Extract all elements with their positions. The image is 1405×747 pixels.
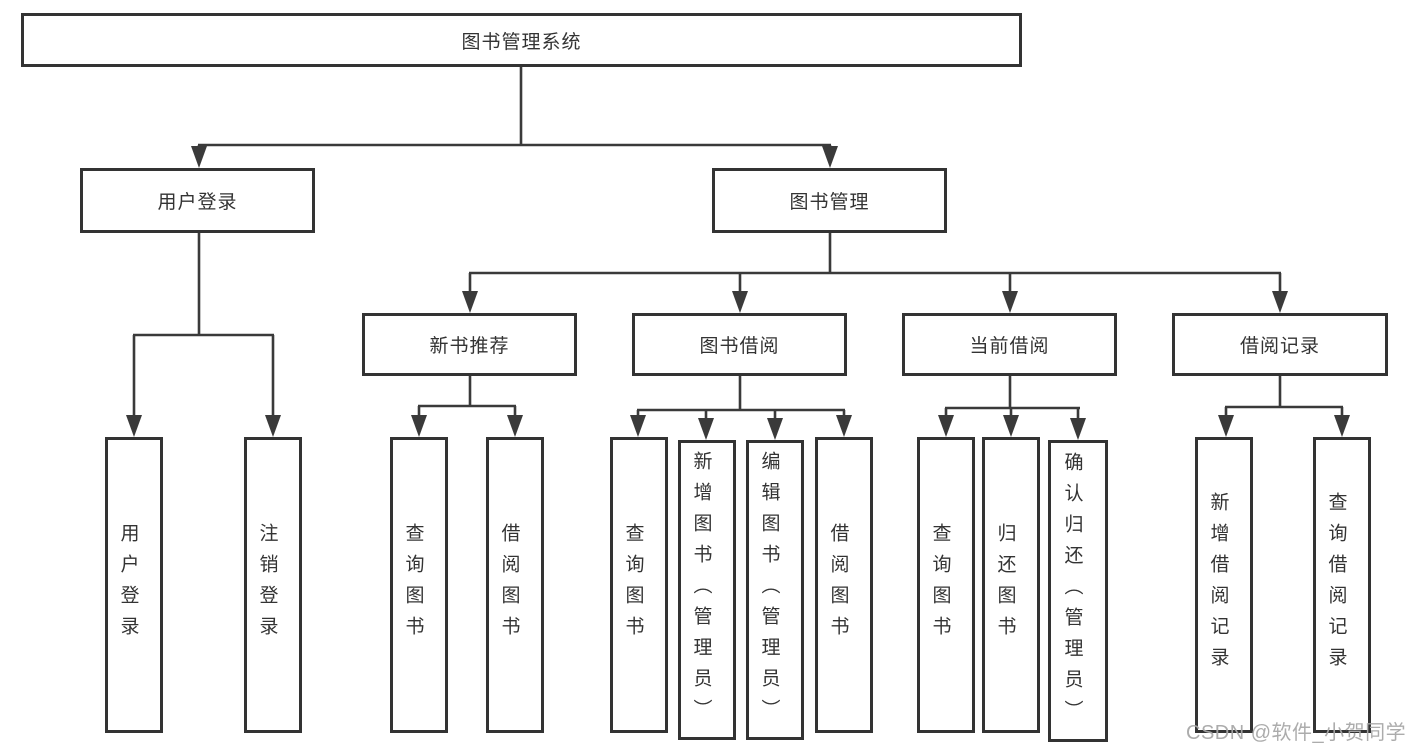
arrowhead-icon: [836, 415, 852, 437]
arrowhead-icon: [462, 291, 478, 313]
arrowhead-icon: [822, 146, 838, 168]
leaf-return-books: 归还图书: [982, 437, 1040, 733]
node-user-login-module-label: 用户登录: [157, 192, 238, 213]
arrowhead-icon: [1003, 415, 1019, 437]
leaf-query-books-recommend: 查询图书: [390, 437, 448, 733]
leaf-query-books-borrowing-label: 查询图书: [622, 523, 644, 647]
arrowhead-icon: [1218, 415, 1234, 437]
leaf-add-borrow-record-label: 新增借阅记录: [1207, 492, 1229, 678]
leaf-user-login-label: 用户登录: [117, 523, 139, 647]
arrowhead-icon: [698, 418, 714, 440]
node-new-book-recommendation-label: 新书推荐: [429, 336, 510, 357]
arrowhead-icon: [411, 415, 427, 437]
leaf-add-borrow-record: 新增借阅记录: [1195, 437, 1253, 733]
leaf-logout: 注销登录: [244, 437, 302, 733]
leaf-edit-books-admin-label: 编辑图书（管理员）: [758, 450, 780, 730]
leaf-borrow-books-recommend-label: 借阅图书: [498, 523, 520, 647]
leaf-query-books-current: 查询图书: [917, 437, 975, 733]
leaf-return-books-label: 归还图书: [994, 523, 1016, 647]
node-library-system-label: 图书管理系统: [461, 31, 582, 53]
leaf-logout-label: 注销登录: [256, 523, 278, 647]
arrowhead-icon: [630, 415, 646, 437]
arrowhead-icon: [938, 415, 954, 437]
node-current-borrowing: 当前借阅: [902, 313, 1117, 376]
arrowhead-icon: [1070, 418, 1086, 440]
leaf-edit-books-admin: 编辑图书（管理员）: [746, 440, 804, 740]
arrowhead-icon: [265, 415, 281, 437]
leaf-query-books-recommend-label: 查询图书: [402, 523, 424, 647]
leaf-confirm-return-admin-label: 确认归还（管理员）: [1061, 451, 1083, 731]
arrowhead-icon: [767, 418, 783, 440]
node-borrowing-records-label: 借阅记录: [1239, 336, 1320, 357]
watermark: CSDN @软件_小贺同学: [1186, 722, 1405, 744]
node-book-management-module: 图书管理: [712, 168, 947, 233]
leaf-query-books-current-label: 查询图书: [929, 523, 951, 647]
leaf-query-borrow-record-label: 查询借阅记录: [1325, 492, 1347, 678]
leaf-borrow-books-recommend: 借阅图书: [486, 437, 544, 733]
leaf-query-books-borrowing: 查询图书: [610, 437, 668, 733]
arrowhead-icon: [1002, 291, 1018, 313]
node-borrowing-records: 借阅记录: [1172, 313, 1388, 376]
leaf-borrow-books-label: 借阅图书: [827, 523, 849, 647]
node-user-login-module: 用户登录: [80, 168, 315, 233]
node-current-borrowing-label: 当前借阅: [969, 336, 1050, 357]
arrowhead-icon: [1334, 415, 1350, 437]
leaf-user-login: 用户登录: [105, 437, 163, 733]
arrowhead-icon: [507, 415, 523, 437]
node-book-borrowing-label: 图书借阅: [699, 336, 780, 357]
node-library-system: 图书管理系统: [21, 13, 1022, 67]
leaf-query-borrow-record: 查询借阅记录: [1313, 437, 1371, 733]
arrowhead-icon: [126, 415, 142, 437]
node-book-management-module-label: 图书管理: [789, 192, 870, 213]
leaf-add-books-admin-label: 新增图书（管理员）: [690, 450, 712, 730]
arrowhead-icon: [1272, 291, 1288, 313]
node-book-borrowing: 图书借阅: [632, 313, 847, 376]
node-new-book-recommendation: 新书推荐: [362, 313, 577, 376]
arrowhead-icon: [732, 291, 748, 313]
leaf-confirm-return-admin: 确认归还（管理员）: [1048, 440, 1108, 742]
leaf-add-books-admin: 新增图书（管理员）: [678, 440, 736, 740]
arrowhead-icon: [191, 146, 207, 168]
leaf-borrow-books: 借阅图书: [815, 437, 873, 733]
